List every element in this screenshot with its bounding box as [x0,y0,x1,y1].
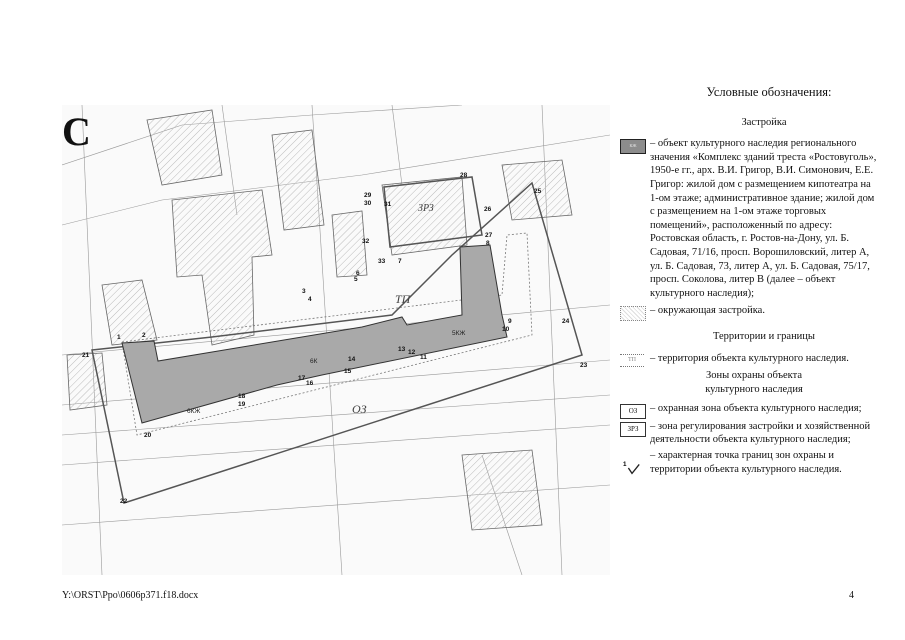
boundary-point-31: 31 [384,201,392,208]
boundary-point-22: 22 [120,498,128,505]
boundary-point-20: 20 [144,432,152,439]
page-number: 4 [849,590,854,601]
boundary-point-6: 6 [356,270,360,277]
point-symbol-number: 1 [623,461,627,468]
boundary-point-16: 16 [306,380,314,387]
boundary-point-30: 30 [364,200,372,207]
heritage-symbol: кж [620,139,646,155]
boundary-point-11: 11 [420,354,427,361]
boundary-point-25: 25 [534,188,542,195]
building-label: 6КЖ [187,408,200,415]
building-label: 5КЖ [452,330,465,337]
legend-row-oz: ОЗ – охранная зона объекта культурного н… [620,402,878,420]
boundary-point-13: 13 [398,346,406,353]
boundary-point-28: 28 [460,172,468,179]
boundary-point-5: 5 [354,276,358,283]
boundary-point-19: 19 [238,401,246,408]
boundary-point-9: 9 [508,318,512,325]
boundary-point-14: 14 [348,356,356,363]
boundary-point-32: 32 [362,238,370,245]
section-buildings: Застройка [741,116,787,128]
surrounding-buildings [66,109,573,531]
territory-symbol: ТП [620,353,644,367]
legend-row-zrz: ЗРЗ – зона регулирования застройки и хоз… [620,420,878,447]
heritage-building [121,244,508,424]
point-text: – характерная точка границ зон охраны и … [650,450,842,475]
building-label: 6К [310,358,318,365]
zrz-zone [383,176,483,248]
boundary-point-10: 10 [502,326,510,333]
zone-labels: ТП ОЗ ЗРЗ [352,203,434,416]
boundary-point-4: 4 [308,296,312,303]
heritage-tail: ; [751,287,755,299]
section-territories: Территории и границы [713,330,815,342]
boundary-point-29: 29 [364,192,372,199]
territory-text: – территория объекта культурного наследи… [650,352,849,364]
legend: Условные обозначения: Застройка кж – объ… [620,85,878,478]
boundary-point-3: 3 [302,288,306,295]
boundary-point-33: 33 [378,258,386,265]
tp-label: ТП [395,292,412,306]
legend-title: Условные обозначения: [706,85,832,99]
boundary-point-27: 27 [485,232,493,239]
file-path: Y:\ORST\Ppo\0606p371.f18.docx [62,590,199,601]
boundary-point-24: 24 [562,318,570,325]
north-label: С [62,109,91,154]
oz-symbol: ОЗ [620,404,646,420]
boundary-point-18: 18 [238,393,246,400]
legend-row-point: 1 – характерная точка границ зон охраны … [620,449,878,476]
oz-label: ОЗ [352,402,367,416]
section-zones: Зоны охраны объекта культурного наследия [705,370,803,395]
heritage-text: – объект культурного наследия региональн… [650,138,877,299]
legend-row-heritage: кж – объект культурного наследия региона… [620,137,878,300]
boundary-point-1: 1 [117,334,121,341]
boundary-point-23: 23 [580,362,588,369]
building-labels: 5КЖ 6К 6КЖ [187,330,465,415]
boundary-point-17: 17 [298,375,306,382]
zrz-label: ЗРЗ [418,203,434,214]
zrz-symbol: ЗРЗ [620,421,646,437]
boundary-point-26: 26 [484,206,492,213]
legend-row-env: – окружающая застройка. [620,304,878,322]
legend-row-territory: ТП – территория объекта культурного насл… [620,352,878,367]
zrz-text: – зона регулирования застройки и хозяйст… [650,420,871,446]
territory-boundary [121,232,533,436]
boundary-point-15: 15 [344,368,352,375]
env-text: – окружающая застройка. [650,305,765,317]
boundary-point-7: 7 [398,258,402,265]
boundary-point-21: 21 [82,352,90,359]
env-symbol [620,306,646,322]
boundary-point-8: 8 [486,240,490,247]
boundary-point-12: 12 [408,349,416,356]
oz-text: – охранная зона объекта культурного насл… [650,403,862,415]
point-symbol: 1 [623,461,640,475]
oz-zone-boundary [91,181,583,504]
boundary-point-2: 2 [142,332,146,339]
